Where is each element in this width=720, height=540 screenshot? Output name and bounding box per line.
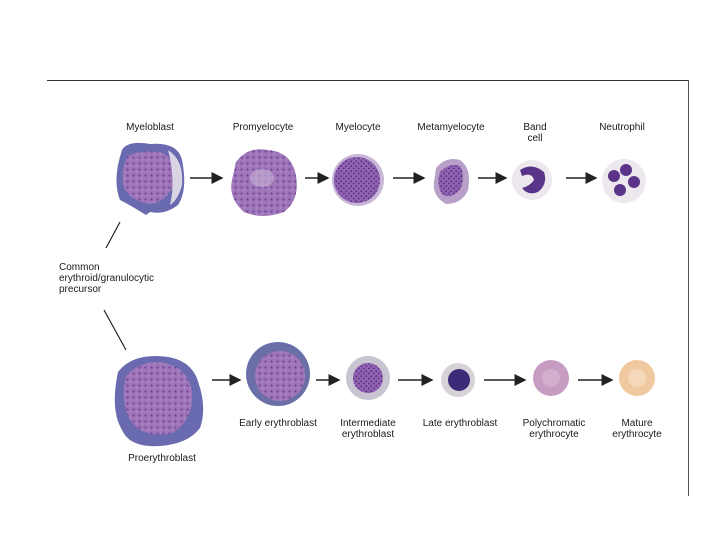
- promyelocyte-cell: [231, 149, 297, 216]
- label-mature-erythrocyte: Mature erythrocyte: [612, 418, 662, 440]
- band-cell: [512, 160, 552, 200]
- mature-erythrocyte-cell: [619, 360, 655, 396]
- myelocyte-cell: [332, 154, 384, 206]
- label-polychromatic-erythrocyte: Polychromatic erythrocyte: [522, 418, 586, 440]
- intermediate-erythroblast-cell: [346, 356, 390, 400]
- label-intermediate-erythroblast: Intermediate erythroblast: [340, 418, 396, 440]
- label-myelocyte: Myelocyte: [335, 122, 381, 133]
- label-late-erythroblast: Late erythroblast: [422, 418, 498, 429]
- label-myeloblast: Myeloblast: [126, 122, 174, 133]
- proerythroblast-cell: [114, 356, 204, 447]
- label-promyelocyte: Promyelocyte: [232, 122, 294, 133]
- label-neutrophil: Neutrophil: [599, 122, 645, 133]
- metamyelocyte-cell: [433, 159, 469, 204]
- late-erythroblast-cell: [441, 363, 475, 397]
- label-metamyelocyte: Metamyelocyte: [417, 122, 485, 133]
- neutrophil-cell: [602, 159, 646, 203]
- myeloblast-cell: [116, 142, 185, 215]
- branch-line-to-proerythroblast: [103, 309, 127, 351]
- label-common-precursor: Common erythroid/granulocytic precursor: [59, 262, 155, 295]
- polychromatic-erythrocyte-cell: [533, 360, 569, 396]
- early-erythroblast-cell: [246, 342, 310, 406]
- label-proerythroblast: Proerythroblast: [128, 453, 196, 464]
- top-border-line: [47, 80, 688, 81]
- right-border-line: [688, 80, 689, 496]
- label-early-erythroblast: Early erythroblast: [239, 418, 317, 429]
- branch-line-to-myeloblast: [105, 221, 121, 249]
- label-band-cell: Band cell: [523, 122, 547, 144]
